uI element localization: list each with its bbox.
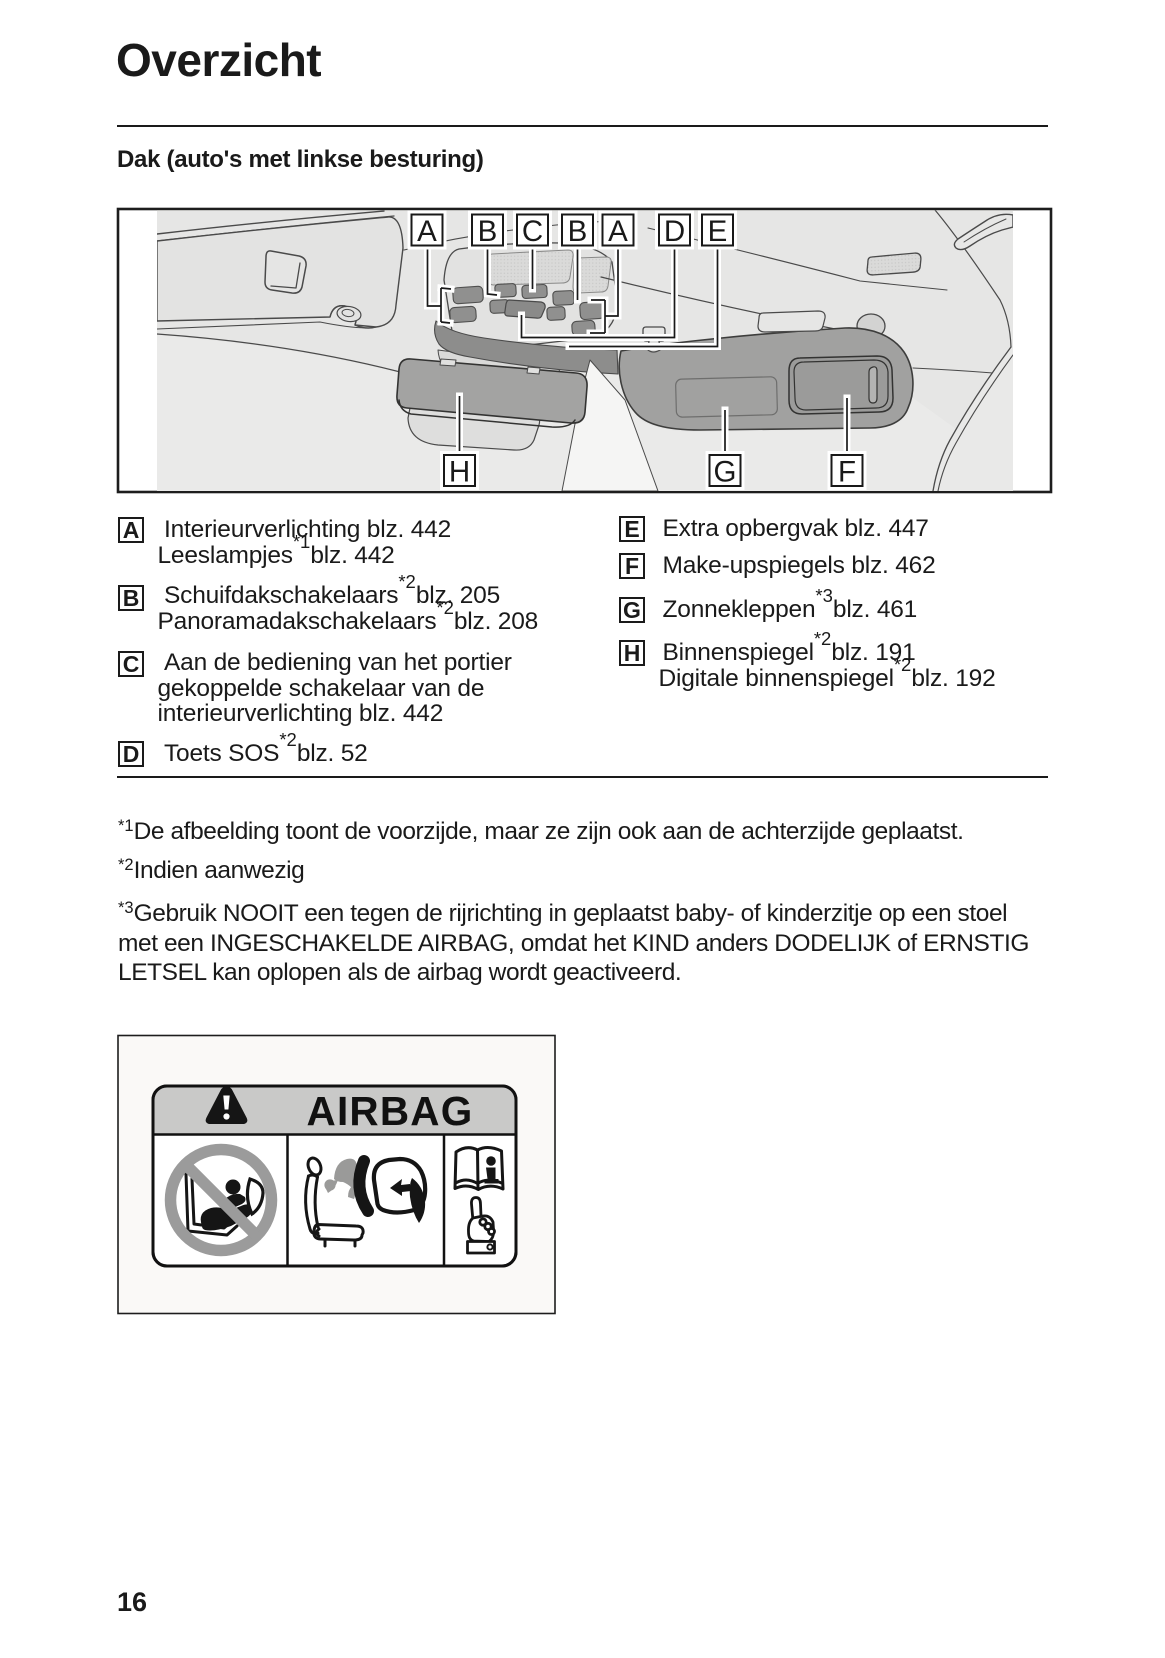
svg-text:E: E	[708, 215, 728, 248]
svg-text:AIRBAG: AIRBAG	[307, 1088, 474, 1134]
svg-text:A: A	[608, 215, 628, 248]
svg-text:F: F	[838, 455, 856, 488]
svg-text:A: A	[417, 215, 437, 248]
svg-text:B: B	[568, 215, 588, 248]
svg-text:B: B	[478, 215, 498, 248]
svg-text:D: D	[664, 215, 685, 248]
svg-text:G: G	[714, 455, 737, 488]
svg-text:H: H	[449, 455, 470, 488]
svg-text:C: C	[522, 215, 543, 248]
